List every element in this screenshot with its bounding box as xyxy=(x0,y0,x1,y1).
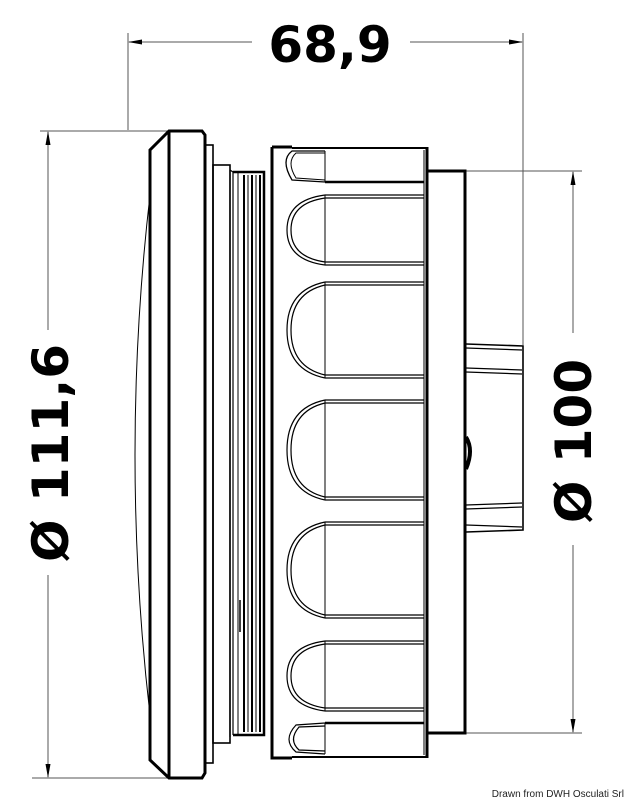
dimension-body-diameter xyxy=(466,170,582,734)
dimension-length-label: 68,9 xyxy=(268,16,391,74)
front-flange xyxy=(134,129,207,780)
rear-body xyxy=(427,169,467,735)
rear-connector xyxy=(464,343,524,533)
dimension-outer-diameter xyxy=(32,130,168,779)
thread-section xyxy=(229,169,266,737)
knurled-ring xyxy=(270,145,429,760)
dimension-outer-diameter-label: Ø 111,6 xyxy=(22,344,80,562)
dimension-length xyxy=(127,33,524,345)
credit-text: Drawn from DWH Osculati Srl xyxy=(492,789,624,800)
dimension-body-diameter-label: Ø 100 xyxy=(545,359,603,523)
gasket-rings xyxy=(204,144,231,764)
